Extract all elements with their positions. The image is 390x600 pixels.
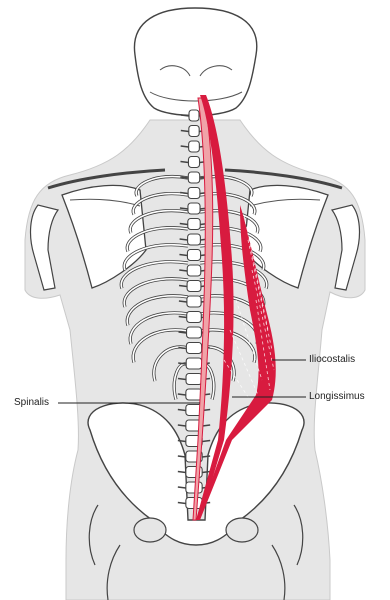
vertebra [189,126,199,137]
vertebra [187,327,202,338]
vertebra [188,157,199,168]
spinalis-label: Spinalis [14,398,49,408]
vertebra [187,281,201,292]
vertebra [187,250,200,261]
iliocostalis-label: Iliocostalis [309,355,355,365]
vertebra [187,265,201,276]
vertebra [186,482,202,493]
vertebra [186,358,202,369]
vertebra [187,296,201,307]
vertebra [187,312,202,323]
vertebra [188,219,200,230]
vertebra [188,203,200,214]
vertebra [188,172,199,183]
vertebra [186,343,201,354]
vertebra [188,234,201,245]
vertebra [188,188,200,199]
longissimus-label: Longissimus [309,392,365,402]
vertebra [189,110,199,121]
vertebra [189,141,200,152]
skull [134,8,256,116]
vertebra [186,374,202,385]
